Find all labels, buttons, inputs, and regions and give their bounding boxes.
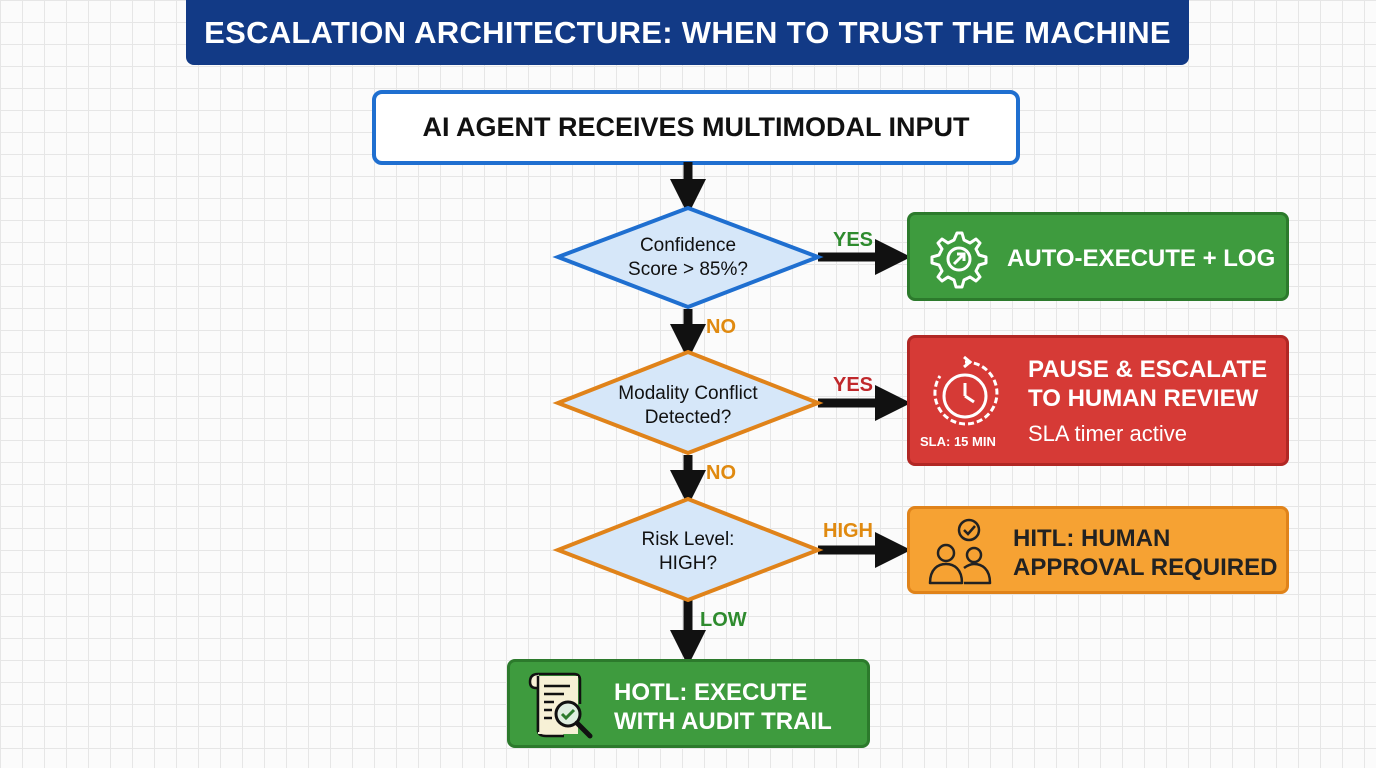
audit-scroll-icon <box>528 672 593 739</box>
outcome-pause-escalate: SLA: 15 MIN PAUSE & ESCALATE TO HUMAN RE… <box>907 335 1289 466</box>
outcome-auto-execute: AUTO-EXECUTE + LOG <box>907 212 1289 301</box>
hotl-title-line-2: WITH AUDIT TRAIL <box>614 708 832 735</box>
decision-3-line-2: HIGH? <box>658 553 718 574</box>
auto-execute-title: AUTO-EXECUTE + LOG <box>1007 245 1276 272</box>
edge-label-d3-low: LOW <box>700 609 747 631</box>
decision-1-line-2: Score > 85%? <box>628 259 748 280</box>
pause-title-line-2: TO HUMAN REVIEW <box>1028 385 1259 412</box>
decision-diamond-risk <box>552 496 824 603</box>
pause-title-line-1: PAUSE & ESCALATE <box>1028 356 1268 383</box>
decision-label-modality: Modality Conflict Detected? <box>588 382 788 430</box>
decision-diamond-confidence <box>552 205 824 310</box>
sla-label: SLA: 15 MIN <box>920 434 996 449</box>
edge-label-d1-no: NO <box>706 316 736 338</box>
page-title: ESCALATION ARCHITECTURE: WHEN TO TRUST T… <box>186 0 1189 65</box>
hitl-title: HITL: HUMAN APPROVAL REQUIRED <box>1013 524 1277 582</box>
decision-label-confidence: Confidence Score > 85%? <box>588 234 788 282</box>
people-check-icon <box>928 518 992 585</box>
decision-2-line-2: Detected? <box>644 407 732 428</box>
hotl-title: HOTL: EXECUTE WITH AUDIT TRAIL <box>614 678 832 736</box>
hitl-title-line-1: HITL: HUMAN <box>1013 525 1171 552</box>
gear-arrow-icon <box>930 231 988 289</box>
decision-label-risk: Risk Level: HIGH? <box>588 528 788 576</box>
outcome-hotl: HOTL: EXECUTE WITH AUDIT TRAIL <box>507 659 870 748</box>
edge-label-d3-high: HIGH <box>823 520 873 542</box>
edge-label-d2-no: NO <box>706 462 736 484</box>
decision-3-line-1: Risk Level: <box>641 529 735 550</box>
outcome-hitl: HITL: HUMAN APPROVAL REQUIRED <box>907 506 1289 594</box>
decision-1-line-1: Confidence <box>639 235 737 256</box>
pause-escalate-subtitle: SLA timer active <box>1028 421 1187 446</box>
edge-label-d2-yes: YES <box>833 374 874 396</box>
pause-escalate-title: PAUSE & ESCALATE TO HUMAN REVIEW <box>1028 355 1267 413</box>
start-node: AI AGENT RECEIVES MULTIMODAL INPUT <box>372 90 1020 165</box>
hotl-title-line-1: HOTL: EXECUTE <box>614 679 808 706</box>
hitl-title-line-2: APPROVAL REQUIRED <box>1013 554 1278 581</box>
decision-2-line-1: Modality Conflict <box>618 383 758 404</box>
clock-icon <box>933 356 999 426</box>
edge-label-d1-yes: YES <box>833 229 874 251</box>
decision-diamond-modality <box>552 349 824 456</box>
